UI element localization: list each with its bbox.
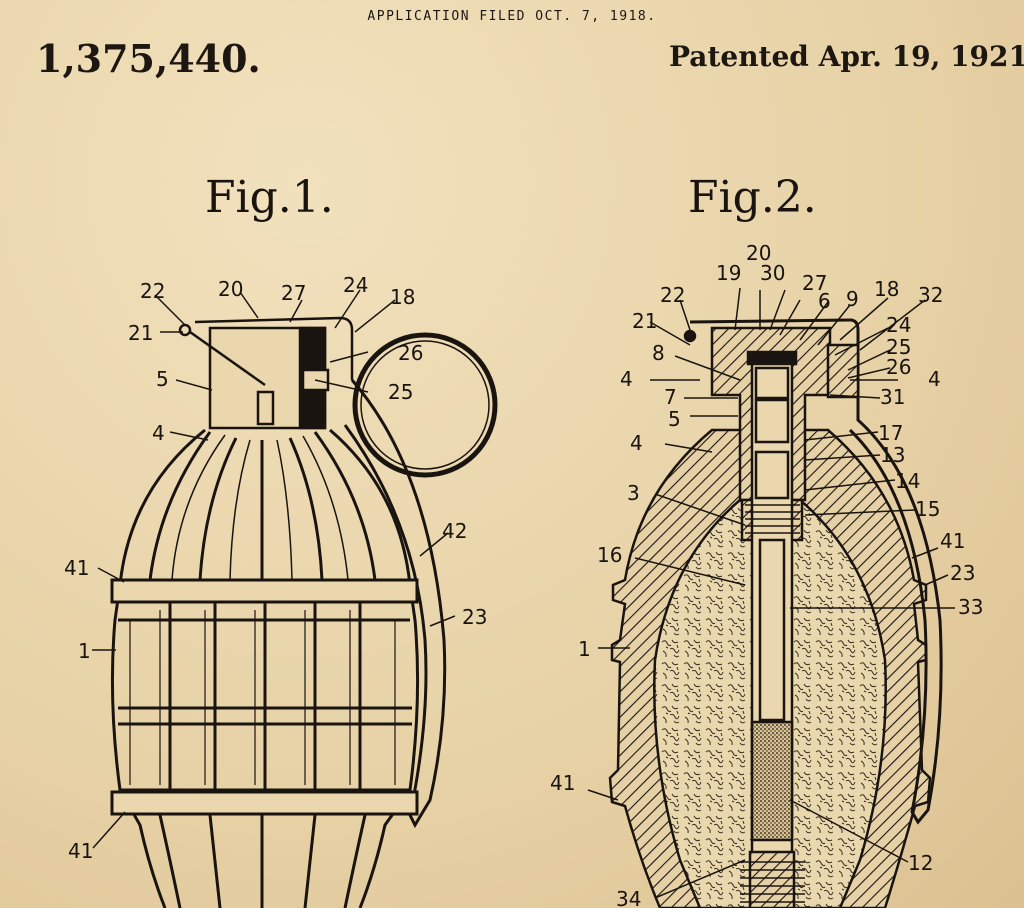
fig1-label-22: 22 — [140, 279, 165, 303]
fig2-label-5: 5 — [668, 407, 681, 431]
fig2-label-15: 15 — [915, 497, 940, 521]
fig1-label-21: 21 — [128, 321, 153, 345]
fig2-label-19: 19 — [716, 261, 741, 285]
figure-1: Fig.1. — [64, 172, 498, 908]
fig1-title: Fig.1. — [205, 172, 334, 223]
fig1-label-27: 27 — [281, 281, 306, 305]
fig2-label-23: 23 — [950, 561, 975, 585]
fig2-label-3: 3 — [627, 481, 640, 505]
fig2-label-14: 14 — [895, 469, 920, 493]
fig2-label-34: 34 — [616, 887, 641, 908]
fig1-lower-band — [110, 790, 419, 816]
fig2-label-4-right: 4 — [928, 367, 941, 391]
fig1-label-41-lower: 41 — [68, 839, 93, 863]
fig1-label-1: 1 — [78, 639, 91, 663]
fig2-detonator — [750, 720, 794, 842]
fig2-label-16: 16 — [597, 543, 622, 567]
fig1-label-25: 25 — [388, 380, 413, 404]
fig1-upper-band — [110, 578, 419, 604]
fig2-label-26: 26 — [886, 355, 911, 379]
fig2-label-31: 31 — [880, 385, 905, 409]
fig1-label-18: 18 — [390, 285, 415, 309]
fig2-label-25: 25 — [886, 335, 911, 359]
patent-number: 1,375,440. — [36, 36, 261, 81]
application-filed-line: APPLICATION FILED OCT. 7, 1918. — [367, 9, 657, 24]
fig2-label-41-lower: 41 — [550, 771, 575, 795]
fig2-label-9: 9 — [846, 287, 859, 311]
fig1-label-5: 5 — [156, 367, 169, 391]
fig2-label-7: 7 — [664, 385, 677, 409]
fig2-label-30: 30 — [760, 261, 785, 285]
fig2-lever — [689, 318, 943, 825]
figure-2: Fig.2. 20 — [550, 172, 983, 908]
fig1-label-20: 20 — [218, 277, 243, 301]
fig2-label-17: 17 — [878, 421, 903, 445]
fig2-label-4-left: 4 — [620, 367, 633, 391]
fig2-label-18: 18 — [874, 277, 899, 301]
fig2-label-12: 12 — [908, 851, 933, 875]
fig2-label-1: 1 — [578, 637, 591, 661]
fig2-label-33: 33 — [958, 595, 983, 619]
fig1-body-outline — [110, 428, 420, 908]
fig2-label-20: 20 — [746, 241, 771, 265]
fig1-label-41-upper: 41 — [64, 556, 89, 580]
fig1-label-24: 24 — [343, 273, 368, 297]
fig2-title: Fig.2. — [688, 172, 817, 223]
fig2-label-27: 27 — [802, 271, 827, 295]
fig1-label-23: 23 — [462, 605, 487, 629]
fig2-label-4-body: 4 — [630, 431, 643, 455]
fig2-label-13: 13 — [880, 443, 905, 467]
fig2-label-8: 8 — [652, 341, 665, 365]
fig2-label-22: 22 — [660, 283, 685, 307]
fig2-label-21: 21 — [632, 309, 657, 333]
fig1-lever — [194, 316, 354, 380]
patented-date: Patented Apr. 19, 1921 — [669, 40, 1024, 73]
fig2-label-32: 32 — [918, 283, 943, 307]
fig2-label-24: 24 — [886, 313, 911, 337]
fig1-label-26: 26 — [398, 341, 423, 365]
fig1-pull-ring — [352, 332, 498, 478]
fig2-label-6: 6 — [818, 289, 831, 313]
fig2-label-41-upper: 41 — [940, 529, 965, 553]
fig1-label-4: 4 — [152, 421, 165, 445]
fig1-label-42: 42 — [442, 519, 467, 543]
